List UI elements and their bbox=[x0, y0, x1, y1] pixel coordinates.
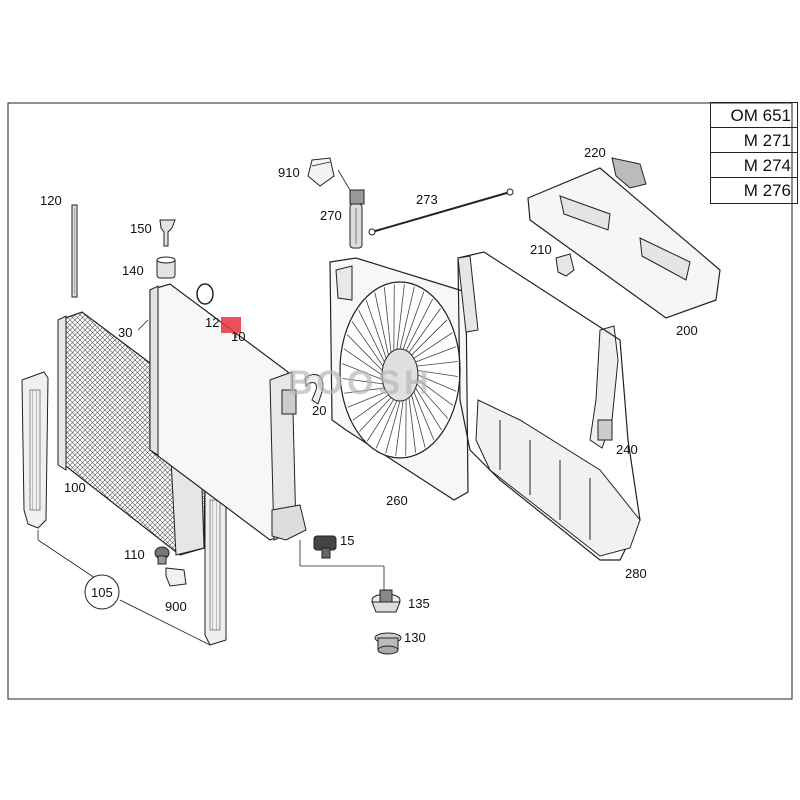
callout-150: 150 bbox=[130, 221, 152, 236]
callout-280: 280 bbox=[625, 566, 647, 581]
fan-blade bbox=[347, 391, 387, 408]
fan-blade bbox=[342, 363, 383, 380]
engine-code-om651: OM 651 bbox=[711, 103, 797, 128]
callout-135: 135 bbox=[408, 596, 430, 611]
callout-900: 900 bbox=[165, 599, 187, 614]
part-900-connector bbox=[165, 567, 187, 587]
callout-910: 910 bbox=[278, 165, 300, 180]
fan-blade bbox=[408, 308, 441, 353]
fan-blade bbox=[396, 284, 405, 350]
part-273-cable bbox=[368, 188, 514, 236]
part-12-oring bbox=[196, 283, 214, 305]
fan-blades bbox=[342, 284, 458, 456]
engine-code-table: OM 651 M 271 M 274 M 276 bbox=[710, 102, 798, 204]
part-150-clip bbox=[159, 219, 176, 247]
fan-blade bbox=[395, 400, 404, 456]
fan-blade bbox=[416, 361, 458, 367]
fan-blade bbox=[417, 379, 454, 406]
part-105-bracket-left bbox=[21, 371, 49, 529]
watermark-text: BOOSH bbox=[288, 364, 433, 402]
fan-blade bbox=[352, 394, 389, 421]
engine-code-m274: M 274 bbox=[711, 153, 797, 178]
part-270-pump bbox=[349, 189, 365, 249]
part-200-crossmember bbox=[527, 167, 721, 319]
engine-code-m271: M 271 bbox=[711, 128, 797, 153]
fan-blade bbox=[375, 400, 398, 449]
callout-120: 120 bbox=[40, 193, 62, 208]
part-240-bracket bbox=[589, 325, 619, 449]
callout-240: 240 bbox=[616, 442, 638, 457]
fan-blade bbox=[342, 378, 384, 385]
part-220-sensor bbox=[611, 157, 647, 189]
fan-blade bbox=[385, 400, 401, 454]
part-910-connector bbox=[307, 157, 335, 187]
callout-220: 220 bbox=[584, 145, 606, 160]
callout-12: 12 bbox=[205, 315, 219, 330]
fan-blade bbox=[344, 387, 385, 394]
highlight-marker bbox=[221, 317, 241, 333]
callout-100: 100 bbox=[64, 480, 86, 495]
fan-blade bbox=[366, 399, 395, 442]
fan-blade bbox=[359, 397, 392, 432]
callout-105: 105 bbox=[91, 585, 113, 600]
fan-blade bbox=[417, 370, 458, 377]
callout-130: 130 bbox=[404, 630, 426, 645]
callout-140: 140 bbox=[122, 263, 144, 278]
callout-15: 15 bbox=[340, 533, 354, 548]
fan-blade bbox=[405, 298, 434, 351]
part-15-sensor bbox=[313, 535, 337, 559]
part-210-clip bbox=[555, 253, 575, 277]
part-20-clip bbox=[304, 374, 324, 405]
drawing-frame bbox=[7, 102, 793, 700]
fan-blade bbox=[346, 334, 383, 371]
part-10-radiator bbox=[149, 283, 307, 541]
callout-20: 20 bbox=[312, 403, 326, 418]
callout-105-circle bbox=[84, 574, 120, 610]
fan-blade bbox=[343, 348, 383, 376]
part-120-rod bbox=[71, 204, 78, 298]
engine-code-m276: M 276 bbox=[743, 181, 791, 200]
part-280-front-carrier bbox=[457, 251, 641, 561]
callout-270: 270 bbox=[320, 208, 342, 223]
leader-lines bbox=[37, 161, 385, 646]
fan-blade bbox=[365, 300, 387, 359]
part-900-bracket bbox=[204, 481, 227, 646]
fan-blade bbox=[402, 291, 425, 350]
fan-blade bbox=[374, 292, 389, 356]
callout-10: 10 bbox=[231, 329, 245, 344]
part-260-fan-shroud bbox=[329, 257, 469, 501]
callout-110: 110 bbox=[124, 547, 145, 562]
fan-blade bbox=[383, 287, 392, 353]
fan-blade bbox=[411, 319, 448, 356]
part-140-grommet bbox=[156, 256, 176, 279]
fan-blade bbox=[358, 309, 385, 363]
part-135-cap bbox=[371, 589, 401, 613]
fan-blade bbox=[413, 391, 435, 441]
part-130-cap bbox=[374, 632, 402, 655]
callout-260: 260 bbox=[386, 493, 408, 508]
fan-blade bbox=[351, 321, 384, 367]
fan-blade bbox=[413, 332, 453, 359]
fan-blade bbox=[415, 387, 442, 431]
fan-blade bbox=[415, 346, 456, 363]
fan-blade bbox=[399, 286, 415, 350]
fan-blade bbox=[416, 383, 449, 419]
callout-210: 210 bbox=[530, 242, 552, 257]
fan-blade bbox=[408, 397, 417, 453]
callout-200: 200 bbox=[676, 323, 698, 338]
callout-273: 273 bbox=[416, 192, 438, 207]
fan-blade bbox=[417, 374, 457, 392]
part-110-sensor bbox=[154, 546, 170, 565]
callout-30: 30 bbox=[118, 325, 132, 340]
fan-blade bbox=[411, 394, 426, 448]
